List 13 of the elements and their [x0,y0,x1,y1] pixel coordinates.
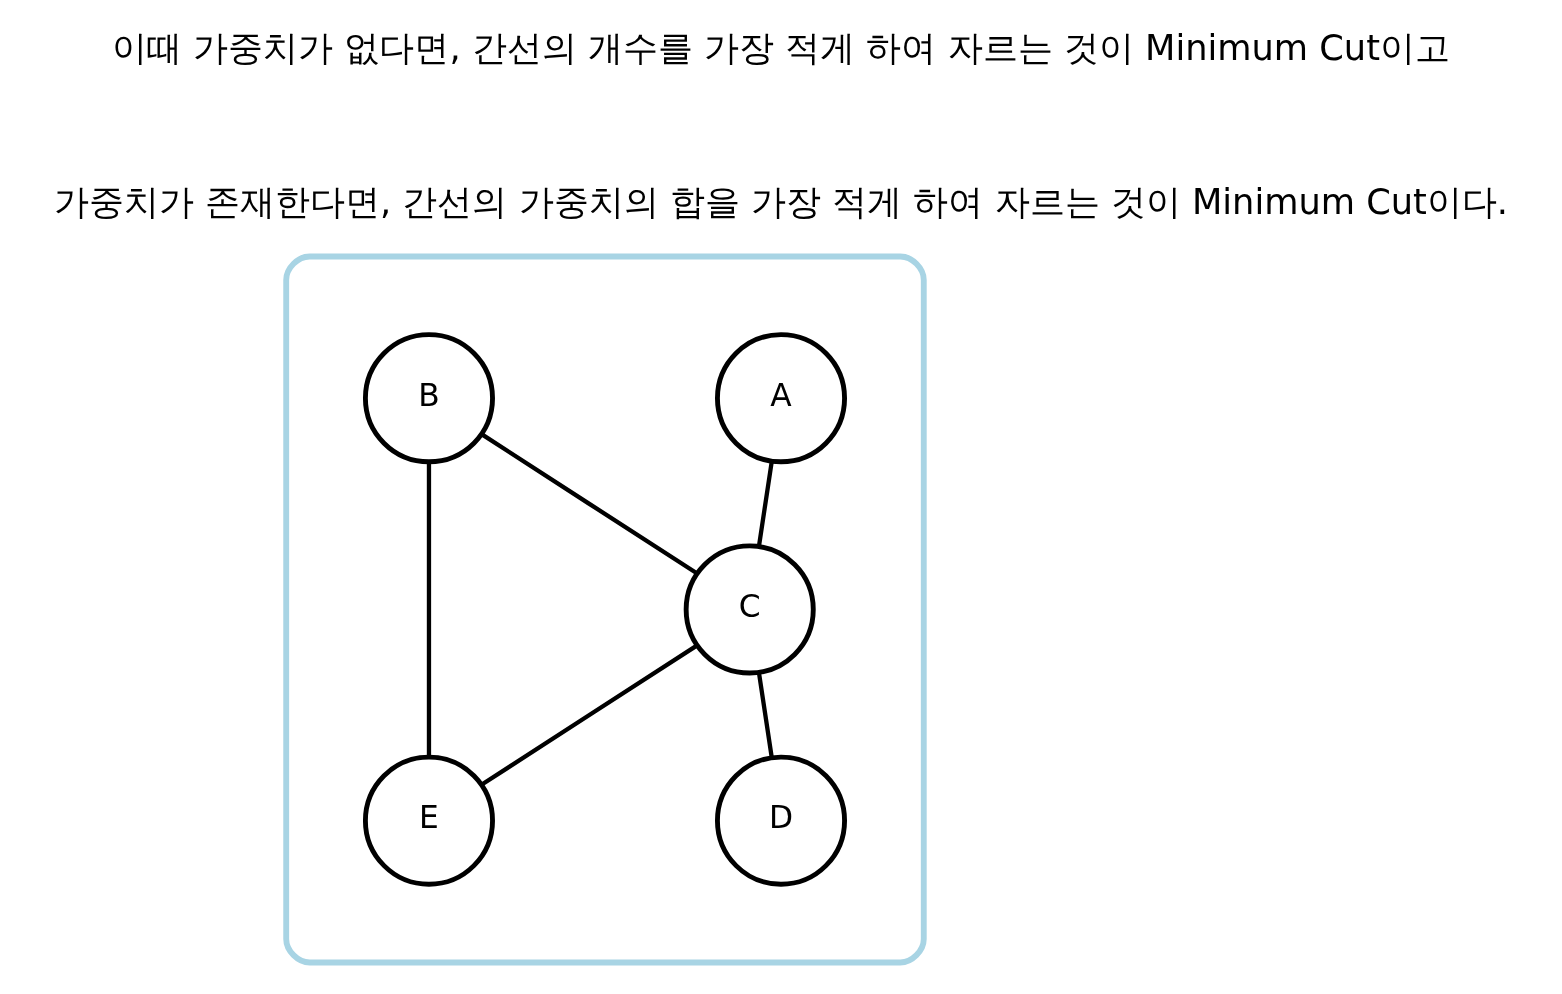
connector [756,460,774,547]
label: 이때 가중치가 없다면, 간선의 개수를 가장 적게 하여 자르는 것이 Minimum Cut이고 [112,26,1450,68]
node-circle: B [362,332,495,465]
node-circle: E [362,754,495,887]
label: 가중치가 존재한다면, 간선의 가중치의 합을 가장 적게 하여 자르는 것이 Minimum Cut이다. [53,181,1509,223]
node-circle: A [715,332,847,465]
cluster [283,253,927,966]
connector [756,672,774,758]
connector [480,432,699,576]
node-circle: C [683,543,816,676]
node-circle: D [715,754,847,887]
connector [480,643,698,787]
connector [426,461,432,757]
